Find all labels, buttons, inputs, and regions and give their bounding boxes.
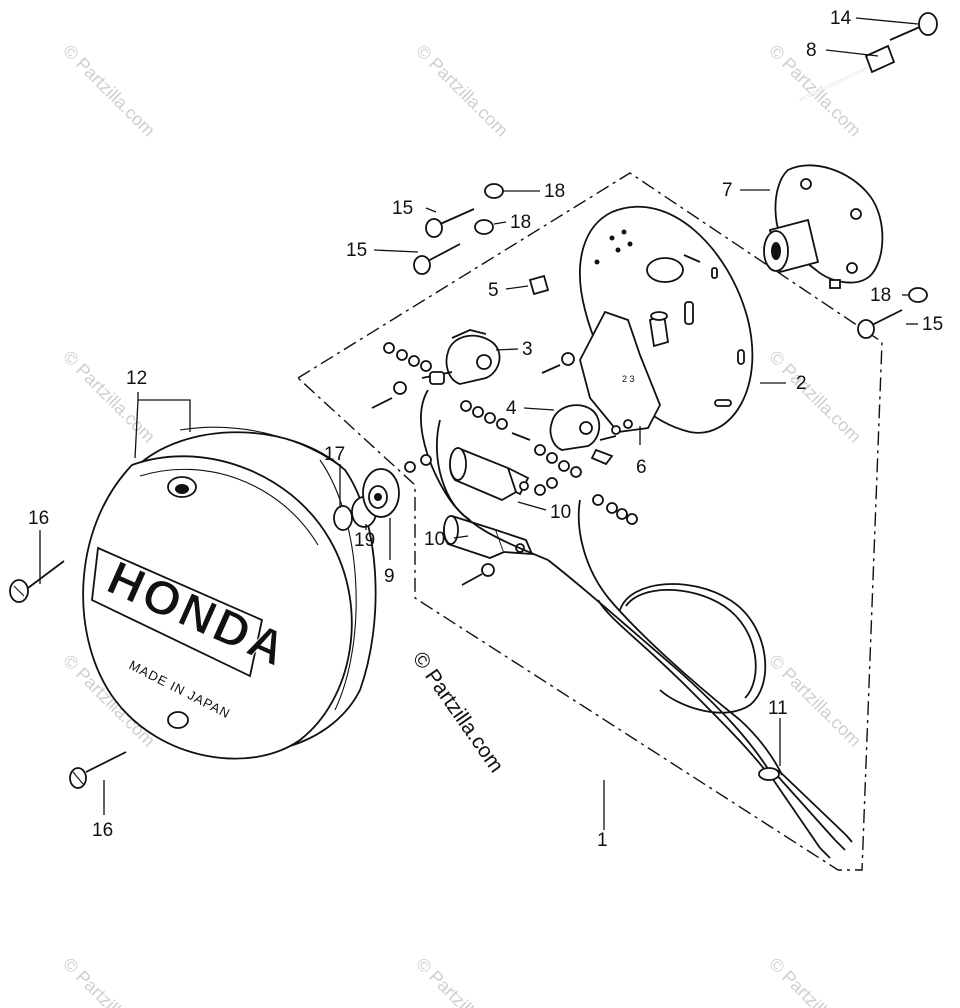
leader-lines xyxy=(39,17,919,830)
callout-19: 19 xyxy=(354,530,375,551)
callout-18-right: 18 xyxy=(870,285,891,306)
contact-breaker-lower xyxy=(549,404,617,466)
callout-18-mid: 18 xyxy=(510,212,531,233)
callout-1: 1 xyxy=(597,830,608,851)
callout-11: 11 xyxy=(768,698,788,719)
callout-9: 9 xyxy=(384,566,395,587)
callout-4: 4 xyxy=(506,398,517,419)
washer-18-right xyxy=(908,287,928,303)
watermark: © Partzilla.com xyxy=(412,41,512,141)
sub-base-plate: 2 3 xyxy=(579,310,661,433)
washer-18-top xyxy=(484,183,504,199)
assembly-boundary xyxy=(296,172,883,871)
watermark: © Partzilla.com xyxy=(412,954,512,1008)
callout-8: 8 xyxy=(806,40,817,61)
condenser-lower xyxy=(443,515,534,559)
generator-cover: HONDA MADE IN JAPAN xyxy=(82,426,377,760)
watermark: © Partzilla.com xyxy=(59,347,159,447)
watermark: © Partzilla.com xyxy=(765,954,865,1008)
dowel-pin xyxy=(528,274,550,296)
shaft-cap xyxy=(889,12,938,41)
cover-screw-bottom xyxy=(69,751,127,789)
screw-15-top xyxy=(425,208,475,238)
center-watermark: © Partzilla.com xyxy=(408,648,508,777)
callout-5: 5 xyxy=(488,280,499,301)
callout-3: 3 xyxy=(522,339,533,360)
callout-15-top: 15 xyxy=(392,198,413,219)
callout-14: 14 xyxy=(830,8,852,29)
spark-advancer-assembly xyxy=(333,468,400,531)
callout-7: 7 xyxy=(722,180,733,201)
watermark: © Partzilla.com xyxy=(59,41,159,141)
callout-16-top: 16 xyxy=(28,508,49,529)
callout-2: 2 xyxy=(796,373,807,394)
wire-grommet xyxy=(758,767,780,781)
cover-screw-top xyxy=(9,560,65,603)
callout-17: 17 xyxy=(324,444,345,465)
callout-6: 6 xyxy=(636,457,647,478)
callout-18-top: 18 xyxy=(544,181,565,202)
callout-16-bottom: 16 xyxy=(92,820,113,841)
small-hardware xyxy=(371,342,638,586)
callout-10-upper: 10 xyxy=(550,502,571,523)
condenser-upper xyxy=(449,446,530,502)
callout-12: 12 xyxy=(126,368,147,389)
governor-shaft xyxy=(799,44,896,101)
callout-15-right: 15 xyxy=(922,314,943,335)
watermark: © Partzilla.com xyxy=(765,347,865,447)
callout-15-middle: 15 xyxy=(346,240,367,261)
washer-18-mid xyxy=(474,219,494,235)
callout-10-lower: 10 xyxy=(424,529,445,550)
ignition-housing xyxy=(763,164,884,289)
screw-15-middle xyxy=(413,243,461,275)
screw-15-right xyxy=(857,309,903,339)
svg-text:2 3: 2 3 xyxy=(622,374,635,384)
contact-breaker-upper xyxy=(421,329,501,385)
wiring-harness xyxy=(420,389,853,859)
watermark: © Partzilla.com xyxy=(59,954,159,1008)
callout-labels: 14 8 7 15 18 18 15 5 18 15 3 2 4 6 10 10… xyxy=(28,8,943,851)
